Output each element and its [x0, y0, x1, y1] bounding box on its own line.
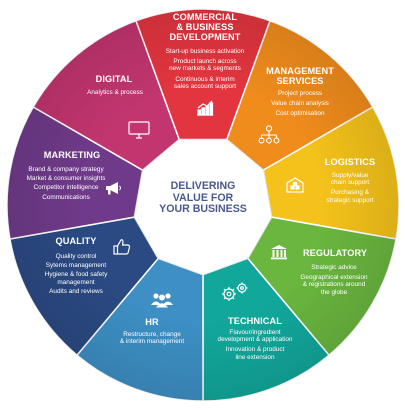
segment-items-quality: Quality control Sytems management Hygien…	[26, 253, 126, 295]
title-line: SERVICES	[276, 76, 324, 86]
item-line: chain support	[330, 179, 370, 187]
item-line: & interim management	[119, 338, 185, 346]
title-line: MARKETING	[43, 150, 101, 160]
item-line: the globe	[320, 288, 348, 296]
item-line: Hygiene & food safety	[44, 271, 108, 279]
item-line: Quality control	[55, 253, 97, 260]
segment-items-regulatory: Strategic advice Geographical extension …	[280, 264, 388, 296]
item-line: & registrations around	[302, 281, 366, 289]
segment-items-marketing: Brand & company strategy Market & consum…	[14, 166, 118, 201]
segment-items-management: Project process Value chain analysis Cos…	[250, 90, 350, 118]
item-line: Restructure, change	[123, 331, 181, 338]
item-line: Product launch across	[173, 58, 237, 66]
item-line: sales account support	[173, 82, 237, 90]
segment-title-management: MANAGEMENT SERVICES	[250, 66, 350, 86]
item-line: Flavour/ingredient	[229, 329, 281, 336]
gears-icon	[222, 282, 248, 301]
title-line: MANAGEMENT	[266, 66, 334, 76]
title-line: COMMERCIAL	[172, 12, 238, 22]
item-line: Geographical extension	[300, 274, 368, 282]
title-line: LOGISTICS	[324, 157, 376, 167]
item-line: line extension	[235, 353, 275, 361]
title-line: HR	[145, 317, 159, 327]
title-line: DIGITAL	[95, 74, 133, 84]
title-line: QUALITY	[55, 236, 97, 246]
item-line: Project process	[277, 90, 323, 97]
segment-items-hr: Restructure, change & interim management	[100, 331, 204, 345]
item-line: Supply/value	[331, 172, 369, 179]
item-line: Market & consumer insights	[26, 175, 106, 183]
segment-items-digital: Analytics & process	[68, 89, 162, 96]
segment-title-quality: QUALITY	[28, 236, 124, 246]
segment-items-logistics: Supply/value chain support Purchasing & …	[308, 172, 392, 204]
center-badge	[133, 138, 273, 276]
org-chart-icon	[258, 125, 280, 144]
segment-title-digital: DIGITAL	[72, 74, 156, 84]
government-building-icon	[271, 245, 287, 260]
item-line: Analytics & process	[87, 89, 143, 96]
item-line: Sytems management	[45, 262, 107, 270]
center-title-line: VALUE FOR	[172, 191, 234, 204]
center-title-line: DELIVERING	[170, 180, 236, 192]
item-line: Start-up business activation	[165, 48, 245, 55]
item-line: Communications	[42, 193, 90, 201]
segment-items-commercial: Start-up business activation Product lau…	[145, 48, 265, 90]
title-line: TECHNICAL	[228, 316, 282, 326]
segment-title-hr: HR	[110, 317, 194, 327]
segment-title-regulatory: REGULATORY	[285, 248, 385, 258]
monitor-icon	[128, 121, 150, 139]
item-line: Purchasing &	[330, 189, 369, 197]
item-line: Value chain analysis	[271, 100, 329, 108]
item-line: Cost optimisation	[275, 110, 325, 118]
segment-title-commercial: COMMERCIAL & BUSINESS DEVELOPMENT	[145, 12, 265, 42]
item-line: new markets & segments	[169, 65, 241, 73]
item-line: Competitor intelligence	[33, 184, 99, 192]
segment-items-technical: Flavour/ingredient development & applica…	[195, 329, 315, 361]
megaphone-icon	[106, 182, 121, 195]
segment-title-technical: TECHNICAL	[200, 316, 310, 326]
segment-title-marketing: MARKETING	[22, 150, 122, 160]
warehouse-icon	[286, 177, 304, 193]
center-title: DELIVERING VALUE FOR YOUR BUSINESS	[138, 180, 268, 216]
growth-chart-icon	[197, 100, 214, 116]
item-line: development & application	[217, 336, 293, 344]
title-line: & BUSINESS	[176, 22, 234, 32]
item-line: Continuous & interim	[175, 75, 235, 83]
segment-title-logistics: LOGISTICS	[308, 157, 392, 167]
item-line: Brand & company strategy	[28, 166, 104, 173]
thumbs-up-icon	[113, 239, 131, 255]
people-icon	[151, 293, 173, 308]
item-line: management	[57, 278, 95, 286]
center-title-line: YOUR BUSINESS	[159, 203, 247, 215]
item-line: Audits and reviews	[49, 287, 103, 295]
item-line: Innovation & product	[225, 346, 285, 354]
item-line: Strategic advice	[311, 264, 357, 271]
title-line: DEVELOPMENT	[169, 32, 241, 42]
title-line: REGULATORY	[302, 248, 368, 258]
item-line: strategic support	[326, 196, 374, 204]
